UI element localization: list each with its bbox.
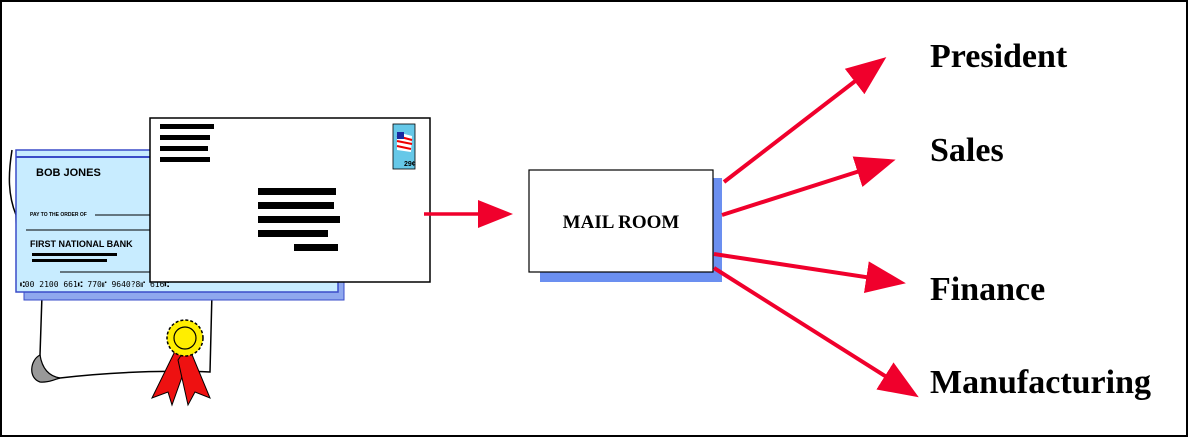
check-name: BOB JONES (36, 167, 101, 179)
ribbon-seal-icon (150, 319, 211, 407)
flag-stamp-icon: 29¢ (392, 123, 416, 170)
check-bank-name: FIRST NATIONAL BANK (30, 239, 133, 249)
destination-manufacturing: Manufacturing (930, 364, 1151, 401)
destination-president: President (930, 38, 1068, 75)
arrow-to-finance (713, 252, 906, 294)
check-pay-to-label: PAY TO THE ORDER OF (30, 212, 87, 218)
envelope: 29¢ (149, 117, 431, 283)
mailroom-box: MAIL ROOM (528, 169, 722, 282)
destination-finance: Finance (930, 271, 1046, 308)
return-address-lines (160, 124, 214, 162)
arrow-to-manufacturing (712, 266, 919, 398)
destination-sales: Sales (930, 132, 1004, 169)
check-micr-line: ⑆00 2100 661⑆ 770⑈ 9640?8⑈ 616⑆ (20, 280, 169, 289)
arrow-to-president (722, 57, 887, 184)
stamp-value: 29¢ (404, 161, 416, 168)
arrow-to-sales (721, 156, 896, 217)
mailroom-label: MAIL ROOM (563, 212, 680, 233)
recipient-address-lines (258, 188, 340, 251)
